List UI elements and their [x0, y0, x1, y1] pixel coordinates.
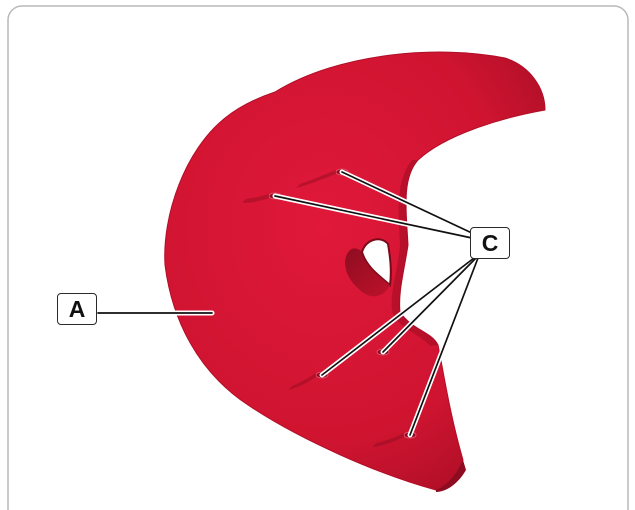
callout-label-c: C — [470, 227, 510, 259]
callout-label-a: A — [57, 293, 97, 325]
